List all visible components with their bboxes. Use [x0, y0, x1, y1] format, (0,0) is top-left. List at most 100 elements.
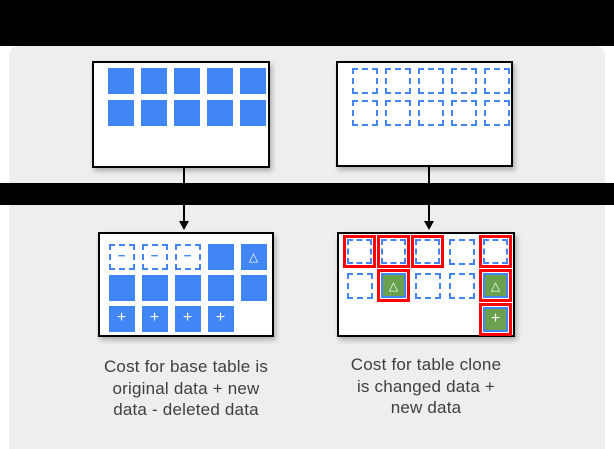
block-dashed	[480, 97, 513, 129]
dashed-data-block	[384, 68, 411, 94]
clone-table-cost-caption: Cost for table clone is changed data + n…	[328, 354, 524, 419]
solid-data-block	[173, 100, 200, 126]
block-dashed	[411, 269, 444, 302]
block-dashed	[348, 97, 381, 129]
block-empty	[445, 303, 478, 336]
dashed-data-block	[346, 272, 373, 299]
solid-data-block	[206, 100, 233, 126]
dashed-data-block	[448, 272, 475, 299]
caption-line: original data + new	[112, 378, 260, 398]
dashed-data-block	[483, 68, 510, 94]
caption-line: is changed data +	[356, 376, 496, 396]
block-solid	[138, 272, 171, 303]
block-solid	[236, 65, 269, 97]
dashed-data-block	[384, 100, 411, 126]
dashed-data-block	[414, 272, 441, 299]
solid-data-block	[140, 100, 167, 126]
solid-data-block	[107, 100, 134, 126]
solid-data-block: +	[141, 305, 168, 332]
dashed-data-block	[483, 100, 510, 126]
dashed-data-block	[351, 68, 378, 94]
block-solid	[170, 65, 203, 97]
dashed-data-block	[450, 68, 477, 94]
block-row	[105, 272, 268, 303]
base-table-cost-caption: Cost for base table is original data + n…	[86, 356, 286, 421]
block-row: +	[343, 303, 512, 336]
block-dashed	[445, 269, 478, 302]
minus-icon: −	[150, 248, 159, 263]
block-solid	[137, 97, 170, 129]
solid-data-block: +	[108, 305, 135, 332]
block-solid	[236, 97, 269, 129]
block-red-dashed	[377, 235, 410, 268]
solid-data-block	[240, 274, 267, 301]
block-row	[104, 65, 266, 97]
base-table-before-grid	[94, 63, 268, 131]
block-solid-plus: +	[105, 303, 138, 334]
solid-data-block	[107, 68, 134, 94]
dashed-data-block: −	[174, 243, 201, 270]
block-solid	[104, 97, 137, 129]
block-dashed	[348, 65, 381, 97]
block-row: △△	[343, 269, 512, 302]
plus-icon: +	[490, 309, 501, 327]
block-solid-plus: +	[171, 303, 204, 334]
block-red-green-plus: +	[479, 303, 512, 336]
dashed-data-block	[448, 238, 475, 265]
caption-line: new data	[390, 398, 462, 417]
green-data-block: △	[483, 273, 508, 298]
solid-data-block	[173, 68, 200, 94]
block-row	[104, 97, 266, 129]
solid-data-block	[207, 274, 234, 301]
solid-data-block	[206, 68, 233, 94]
minus-icon: −	[117, 248, 126, 263]
solid-data-block	[141, 274, 168, 301]
block-solid	[237, 272, 270, 303]
solid-data-block	[239, 68, 266, 94]
block-dashed-minus: −	[138, 241, 171, 272]
dashed-data-block	[351, 100, 378, 126]
green-data-block: △	[381, 273, 406, 298]
block-solid-plus: +	[138, 303, 171, 334]
dashed-data-block: −	[108, 243, 135, 270]
block-solid-plus: +	[204, 303, 237, 334]
block-dashed	[447, 97, 480, 129]
delta-icon: △	[388, 278, 399, 293]
block-dashed	[445, 235, 478, 268]
solid-data-block	[174, 274, 201, 301]
block-empty	[411, 303, 444, 336]
top-black-bar	[0, 0, 614, 46]
block-red-green-delta: △	[377, 269, 410, 302]
base-table-after-box: −−−△++++	[98, 232, 274, 337]
clone-table-after-grid: △△+	[339, 234, 513, 336]
dashed-data-block	[450, 100, 477, 126]
block-solid	[170, 97, 203, 129]
dashed-data-block	[415, 239, 440, 264]
clone-table-before-box	[336, 61, 513, 167]
block-row	[343, 235, 512, 268]
dashed-data-block	[381, 239, 406, 264]
solid-data-block: △	[240, 243, 267, 270]
plus-icon: +	[182, 308, 193, 326]
block-empty	[237, 303, 270, 334]
arrow-head-icon	[424, 221, 434, 230]
block-dashed-minus: −	[171, 241, 204, 272]
plus-icon: +	[149, 308, 160, 326]
block-solid	[203, 97, 236, 129]
block-row	[348, 97, 510, 129]
block-dashed	[447, 65, 480, 97]
base-table-after-grid: −−−△++++	[100, 234, 272, 334]
block-red-dashed	[479, 235, 512, 268]
solid-data-block	[207, 243, 234, 270]
block-dashed	[381, 65, 414, 97]
solid-data-block: +	[207, 305, 234, 332]
caption-line: data - deleted data	[113, 400, 259, 419]
solid-data-block: +	[174, 305, 201, 332]
block-dashed	[343, 269, 376, 302]
block-solid	[137, 65, 170, 97]
middle-black-bar	[0, 183, 614, 205]
block-solid	[171, 272, 204, 303]
block-red-dashed	[343, 235, 376, 268]
block-red-green-delta: △	[479, 269, 512, 302]
